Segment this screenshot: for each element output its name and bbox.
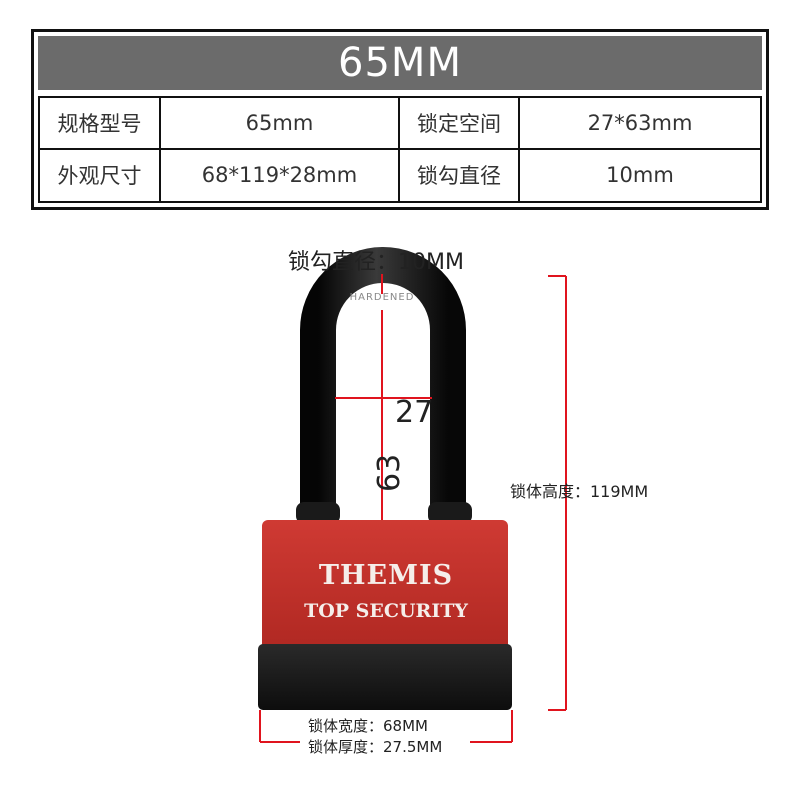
spec-label-lock-space: 锁定空间 [400,98,520,150]
spec-value-model: 65mm [161,98,400,150]
body-height-label: 锁体高度：119MM [510,482,649,501]
shackle-engraving: HARDENED [350,292,415,303]
shackle [300,247,466,520]
brand-name: THEMIS [318,560,454,591]
inner-width-label: 27 [395,395,434,430]
lock-base [258,644,512,710]
spec-grid: 规格型号 65mm 锁定空间 27*63mm 外观尺寸 68*119*28mm … [38,96,762,203]
padlock-illustration: HARDENED [258,247,567,743]
spec-value-lock-space: 27*63mm [520,98,760,150]
body-thickness-label: 锁体厚度：27.5MM [308,738,443,756]
spec-title: 65MM [38,36,762,90]
left-collar [296,502,340,524]
spec-label-shackle-diameter: 锁勾直径 [400,149,520,201]
body-width-label: 锁体宽度：68MM [308,717,428,735]
shackle-diameter-label: 锁勾直径：10MM [288,250,464,275]
spec-label-dimensions: 外观尺寸 [40,149,161,201]
spec-value-dimensions: 68*119*28mm [161,149,400,201]
right-collar [428,502,472,524]
dimension-lines [259,274,567,743]
lock-body [262,520,508,650]
inner-height-label: 63 [372,453,407,492]
padlock-diagram: HARDENED 锁勾直径：10MM 27 63 锁体高度：119MM 锁体宽度… [0,220,800,800]
brand-slogan: TOP SECURITY [304,600,468,622]
spec-value-shackle-diameter: 10mm [606,163,674,188]
spec-table: 65MM 规格型号 65mm 锁定空间 27*63mm 外观尺寸 68*119*… [31,29,769,210]
spec-label-model: 规格型号 [40,98,161,150]
